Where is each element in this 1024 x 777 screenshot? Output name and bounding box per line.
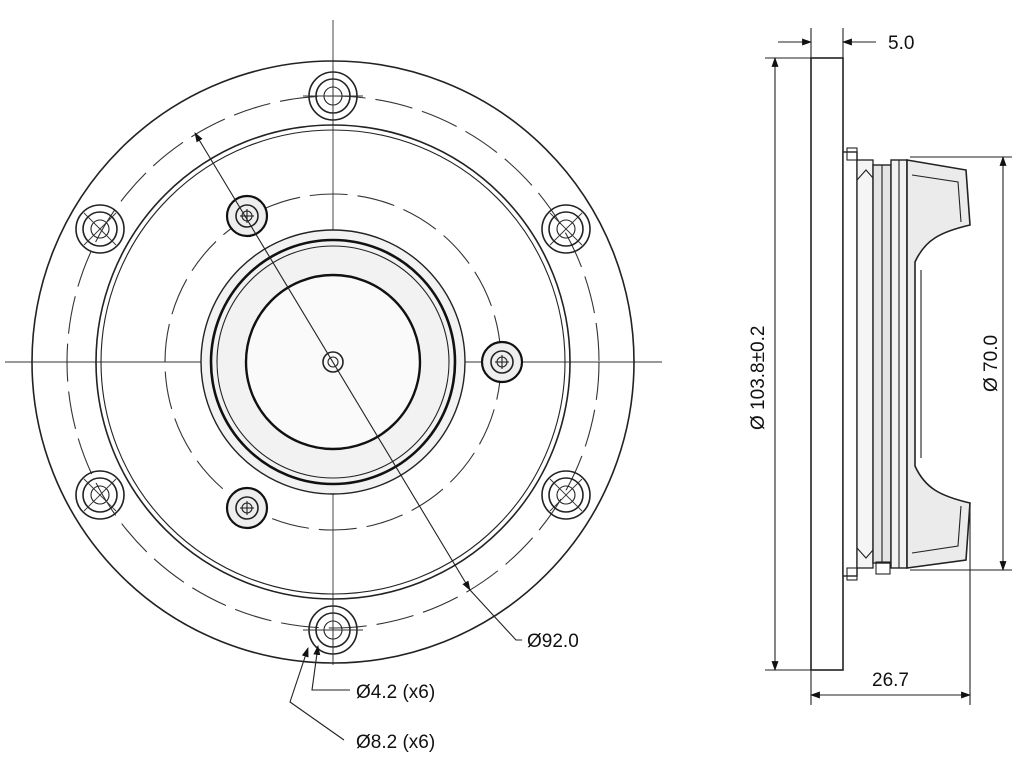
side-view: 5.0 Ø 103.8±0.2 Ø 70.0 26.7 [748,28,1012,705]
flange-outer-edge [31,60,635,664]
mounting-hole [541,470,591,520]
screw [225,194,269,238]
bolt-circle-leader [469,589,522,641]
plate-inner-edge [100,129,566,595]
mounting-holes [75,66,591,660]
overall-diameter-label: Ø 103.8±0.2 [748,326,769,430]
side-body [842,151,858,577]
mounting-hole [303,600,363,660]
screw [480,340,524,384]
bolt-circle-label: Ø92.0 [527,631,579,652]
mounting-hole [75,204,125,254]
side-ring [856,159,874,569]
mounting-hole [75,470,125,520]
hole-small-label: Ø4.2 (x6) [356,682,435,703]
mounting-hole [303,66,363,126]
side-flange [810,57,844,671]
body-diameter-label: Ø 70.0 [981,335,1002,392]
side-rear-housing [906,159,971,569]
front-view: Ø92.0 Ø4.2 (x6) Ø8.2 (x6) [5,20,662,753]
hole-large-leader [289,647,345,741]
mounting-hole [541,204,591,254]
hole-small-leader [311,645,350,691]
screw [225,486,269,530]
flange-thickness-label: 5.0 [888,33,914,54]
depth-label: 26.7 [872,670,909,691]
bolt-circle-dimension-line [194,132,471,591]
hole-large-label: Ø8.2 (x6) [356,732,435,753]
